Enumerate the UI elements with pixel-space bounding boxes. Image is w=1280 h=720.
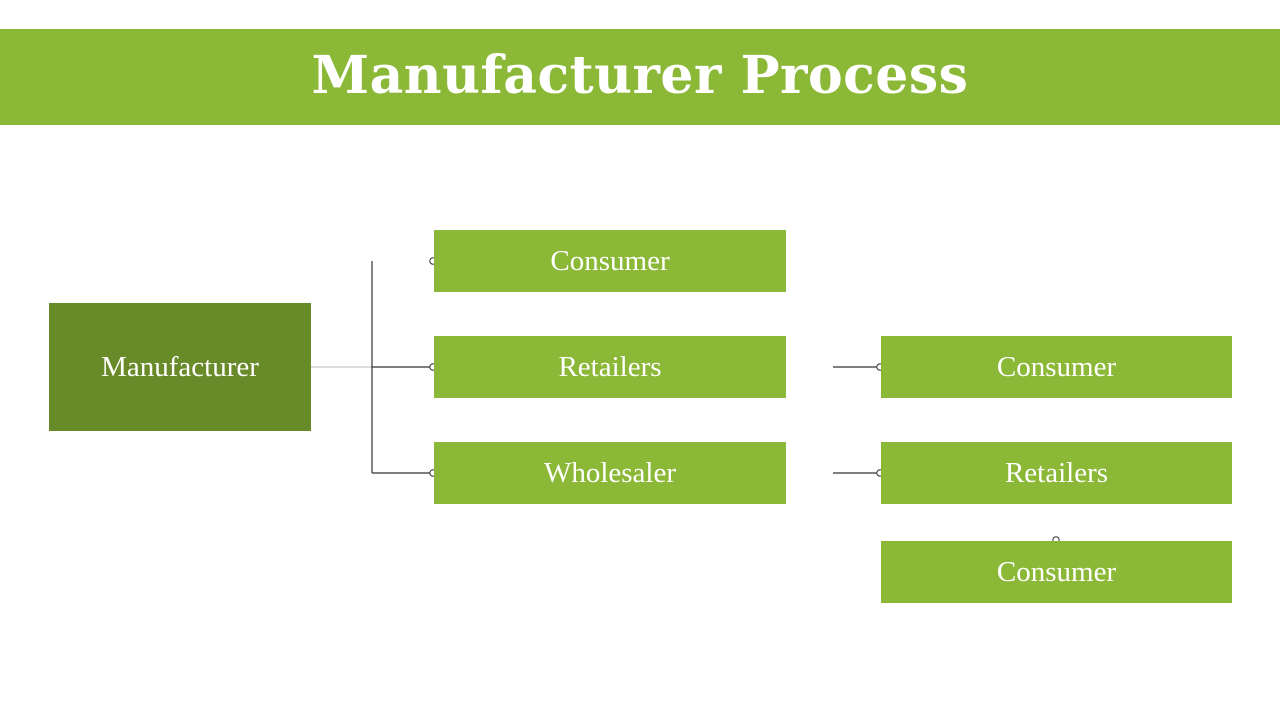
node-consumer-via-retailers: Consumer bbox=[881, 336, 1232, 398]
node-consumer-via-wholesaler: Consumer bbox=[881, 541, 1232, 603]
node-retailers-via-wholesaler: Retailers bbox=[881, 442, 1232, 504]
page-title: Manufacturer Process bbox=[311, 45, 969, 106]
node-label: Consumer bbox=[996, 350, 1117, 383]
node-label: Manufacturer bbox=[101, 350, 259, 383]
node-label: Consumer bbox=[550, 244, 670, 277]
node-label: Consumer bbox=[996, 555, 1117, 588]
node-wholesaler: Wholesaler bbox=[434, 442, 786, 504]
node-label: Retailers bbox=[1004, 456, 1109, 489]
node-label: Retailers bbox=[558, 350, 662, 383]
node-retailers: Retailers bbox=[434, 336, 786, 398]
node-manufacturer: Manufacturer bbox=[49, 303, 311, 431]
node-label: Wholesaler bbox=[543, 456, 677, 489]
node-consumer-direct: Consumer bbox=[434, 230, 786, 292]
title-banner: Manufacturer Process bbox=[0, 29, 1280, 125]
